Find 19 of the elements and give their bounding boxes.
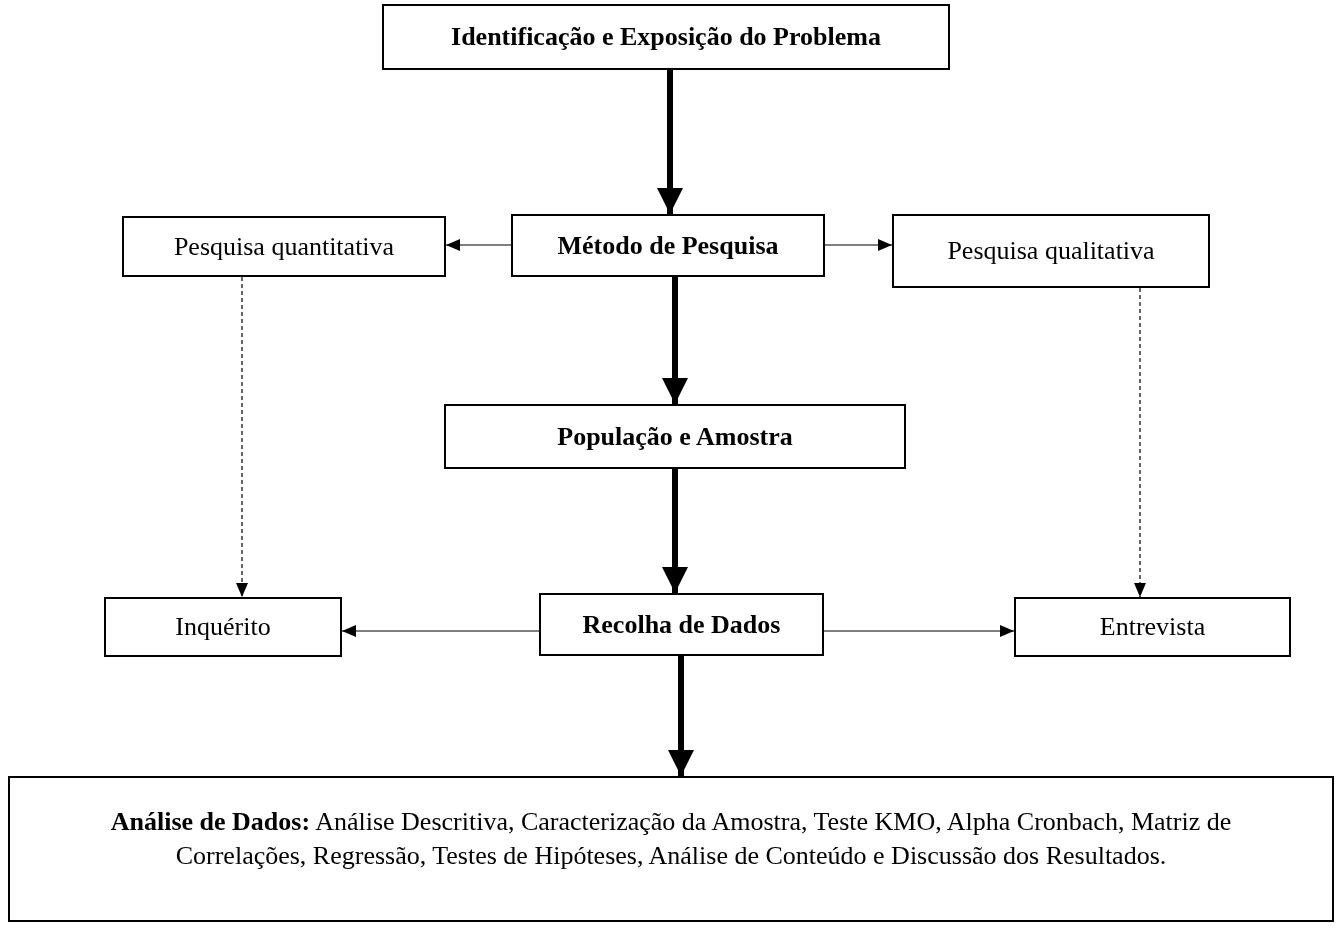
arrow	[1134, 287, 1146, 598]
process-box: Recolha de Dados	[539, 593, 824, 656]
arrow	[657, 70, 683, 214]
arrow	[824, 239, 893, 251]
arrow	[341, 625, 540, 637]
process-box: Inquérito	[104, 597, 342, 657]
process-box: Método de Pesquisa	[511, 214, 825, 277]
process-box: Pesquisa quantitativa	[122, 216, 446, 277]
process-box: População e Amostra	[444, 404, 906, 469]
process-box: Entrevista	[1014, 597, 1291, 657]
process-box: Análise de Dados: Análise Descritiva, Caracterização da Amostra, Teste KMO, Alpha Cronbach, Matriz de Correlações, Regressão, Testes de Hipóteses, Análise de Conteúdo e Discussão dos Resultados.	[8, 776, 1334, 922]
process-box: Identificação e Exposição do Problema	[382, 4, 950, 70]
arrow	[668, 656, 694, 776]
process-box: Pesquisa qualitativa	[892, 214, 1210, 288]
arrow	[445, 239, 512, 251]
arrow	[662, 277, 688, 404]
arrow	[236, 276, 248, 598]
arrow	[662, 469, 688, 593]
arrow	[823, 625, 1015, 637]
